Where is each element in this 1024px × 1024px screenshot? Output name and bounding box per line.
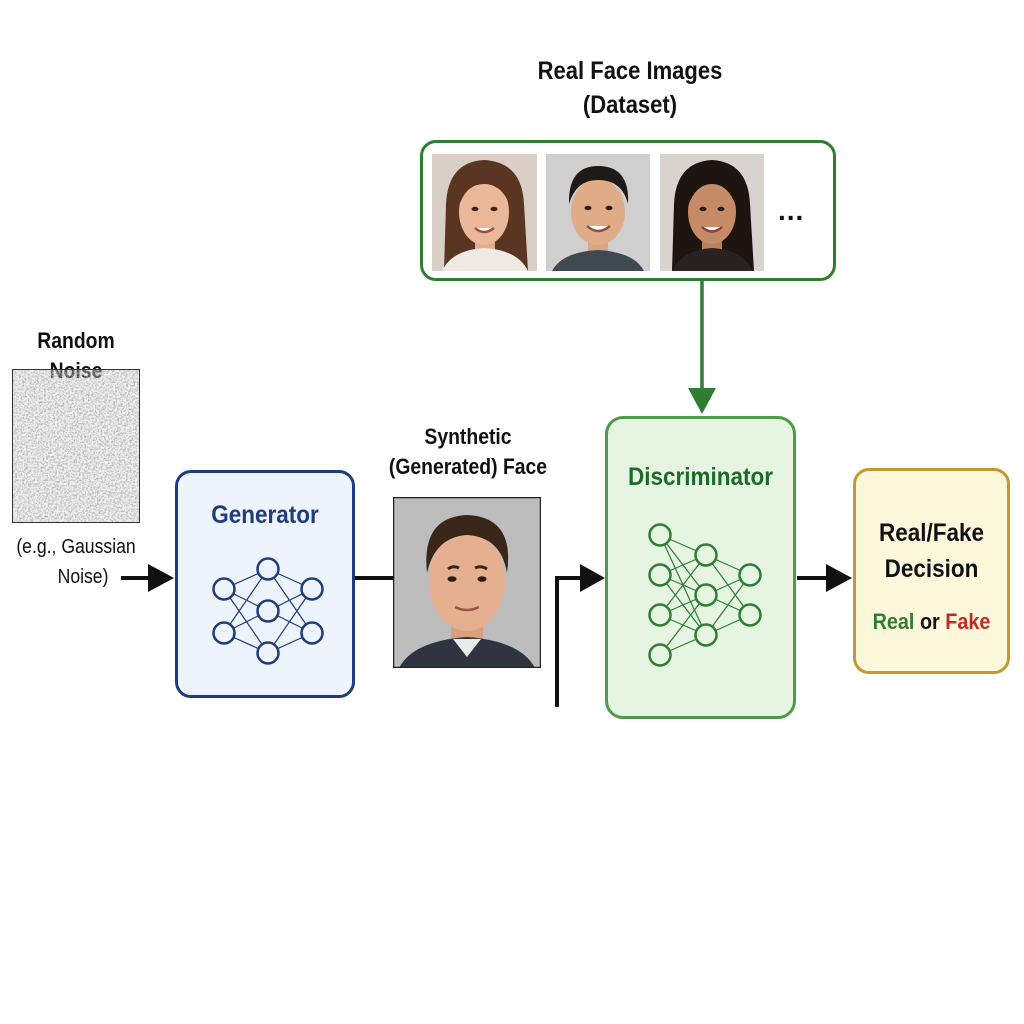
face-to-discriminator-arrow-line [555,576,582,707]
real-dataset-title-line1: Real Face Images [537,57,723,85]
real-face-image-1 [432,154,537,271]
synthetic-face-title: Synthetic (Generated) Face [382,422,554,482]
decision-title: Real/Fake Decision [858,515,1005,587]
discriminator-box: Discriminator [605,416,796,719]
random-noise-caption: (e.g., Gaussian Noise) [9,532,143,592]
real-dataset-title-line2: (Dataset) [582,91,678,119]
real-dataset-title: Real Face Images (Dataset) [498,54,762,122]
generator-label: Generator [211,501,319,529]
decision-title-line2: Decision [884,555,979,583]
synthetic-title-line1: Synthetic [424,424,512,449]
generator-box: Generator [175,470,355,698]
decision-fake-word: Fake [945,609,991,634]
real-dataset-box: ... [420,140,836,281]
real-face-image-3 [660,154,764,271]
discriminator-label: Discriminator [627,463,774,491]
discriminator-network-icon [648,523,762,667]
decision-real-word: Real [872,609,915,634]
face-to-discriminator-arrowhead [580,564,605,592]
real-face-image-2 [546,154,650,271]
decision-outcome: Real or Fake [858,609,1005,635]
synthetic-title-line2: (Generated) Face [388,454,548,479]
more-images-ellipsis: ... [778,195,805,226]
dataset-to-discriminator-arrowhead [688,388,716,414]
decision-title-line1: Real/Fake [878,519,985,547]
noise-to-generator-arrowhead [148,564,174,592]
decision-box: Real/Fake Decision Real or Fake [853,468,1010,674]
generator-network-icon [212,557,324,665]
synthetic-face-image [393,497,541,668]
discriminator-to-decision-arrowhead [826,564,852,592]
random-noise-image [12,369,140,523]
noise-caption-line2: Noise) [57,566,109,588]
noise-caption-line1: (e.g., Gaussian [16,536,136,558]
decision-or-word: or [919,609,940,634]
